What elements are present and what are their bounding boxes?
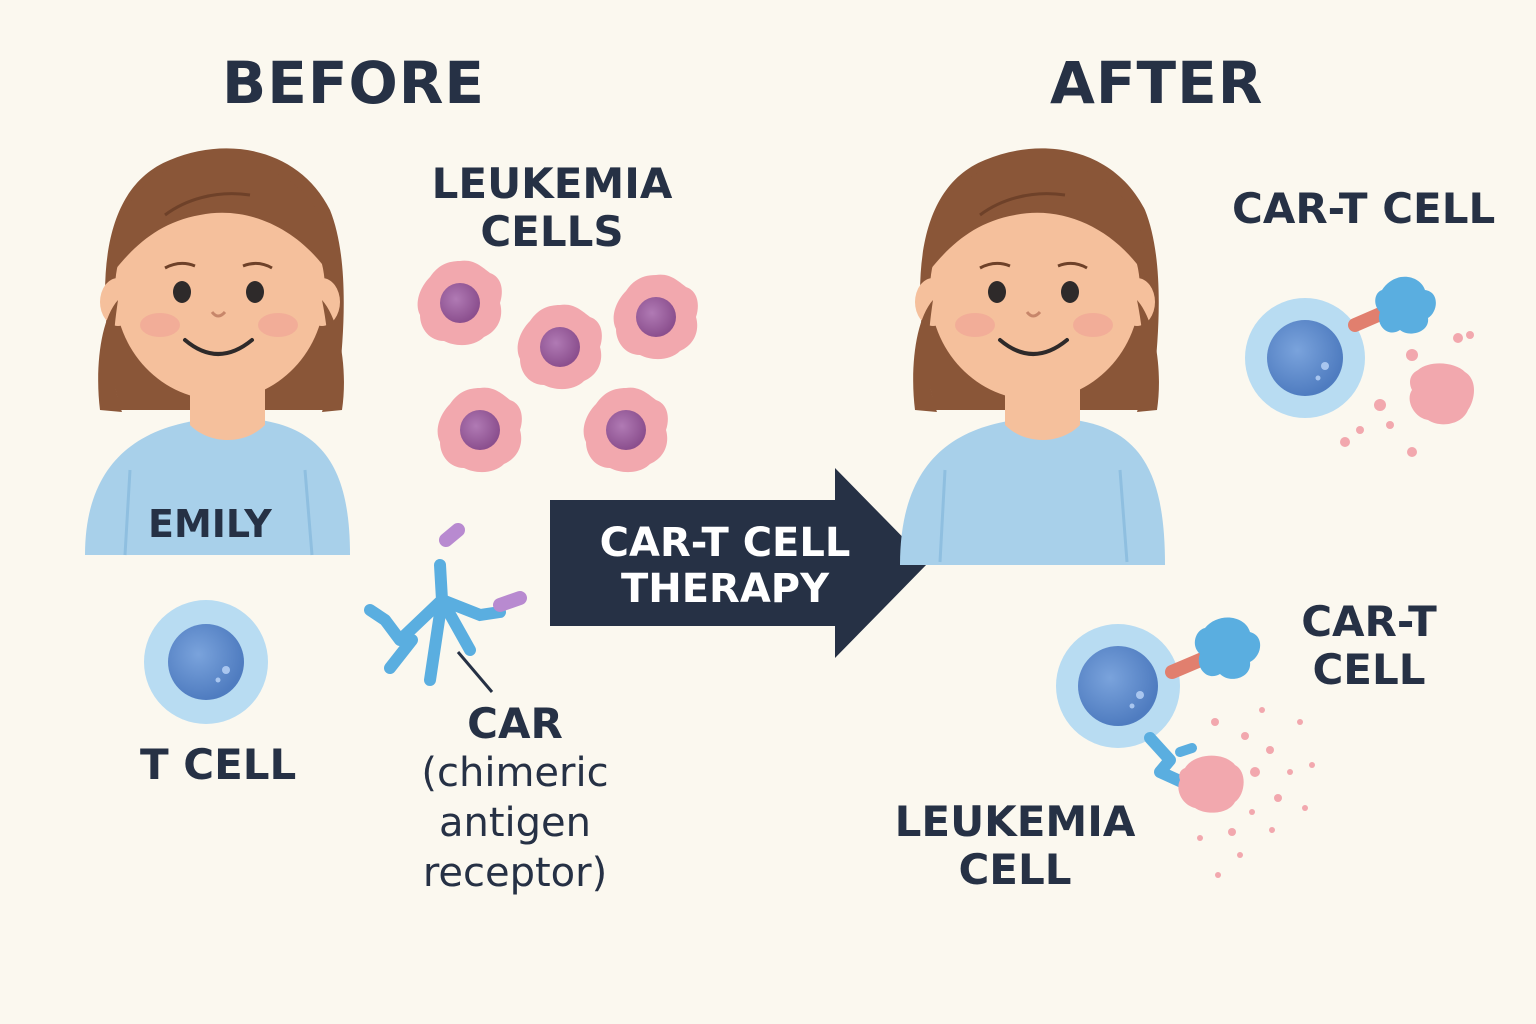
car-label-block: CAR (chimeric antigen receptor) xyxy=(410,699,620,898)
leukemia-cells-label-line1: LEUKEMIA xyxy=(431,159,673,208)
t-cell-label: T CELL xyxy=(140,740,297,789)
therapy-label: CAR-T CELL THERAPY xyxy=(560,520,890,612)
leukemia-cell-icon xyxy=(417,260,502,346)
cart-cell-bottom-icon xyxy=(1056,617,1261,788)
leukemia-cell-label: LEUKEMIA CELL xyxy=(890,797,1140,895)
car-label: CAR xyxy=(467,699,563,748)
leukemia-cells-cluster xyxy=(417,260,698,473)
patient-name: EMILY xyxy=(148,502,272,546)
girl-portrait-before-icon xyxy=(85,148,350,556)
before-heading: BEFORE xyxy=(222,49,486,117)
therapy-line1: CAR-T CELL xyxy=(599,520,851,566)
t-cell-icon xyxy=(144,600,268,724)
cart-cell-bottom-line1: CAR-T xyxy=(1301,597,1437,646)
leukemia-cell-icon xyxy=(613,274,698,360)
right-arrow-icon xyxy=(550,468,928,658)
debris-icon xyxy=(1340,331,1474,457)
cart-cell-top-label: CAR-T CELL xyxy=(1232,184,1496,233)
after-heading: AFTER xyxy=(1050,49,1264,117)
leukemia-cell-icon xyxy=(583,387,668,473)
car-receptor-icon xyxy=(364,523,527,693)
car-desc-line1: (chimeric xyxy=(421,750,609,797)
leukemia-cell-dying-icon xyxy=(1178,707,1315,878)
leukemia-cell-label-line2: CELL xyxy=(958,845,1072,895)
cart-cell-bottom-line2: CELL xyxy=(1312,645,1426,695)
cart-cell-top-icon xyxy=(1245,276,1436,418)
leukemia-cells-label: LEUKEMIA CELLS xyxy=(428,159,676,257)
therapy-line2: THERAPY xyxy=(620,566,830,612)
girl-portrait-after-icon xyxy=(900,148,1165,565)
leukemia-cells-label-line2: CELLS xyxy=(480,207,624,257)
car-desc-line2: antigen xyxy=(438,800,591,847)
leukemia-cell-icon xyxy=(517,304,602,390)
car-pointer-line xyxy=(456,651,494,693)
cart-cell-bottom-label: CAR-T CELL xyxy=(1296,597,1442,695)
leukemia-cell-label-line1: LEUKEMIA xyxy=(894,797,1136,846)
car-desc-line3: receptor) xyxy=(422,850,608,897)
leukemia-cell-icon xyxy=(437,387,522,473)
